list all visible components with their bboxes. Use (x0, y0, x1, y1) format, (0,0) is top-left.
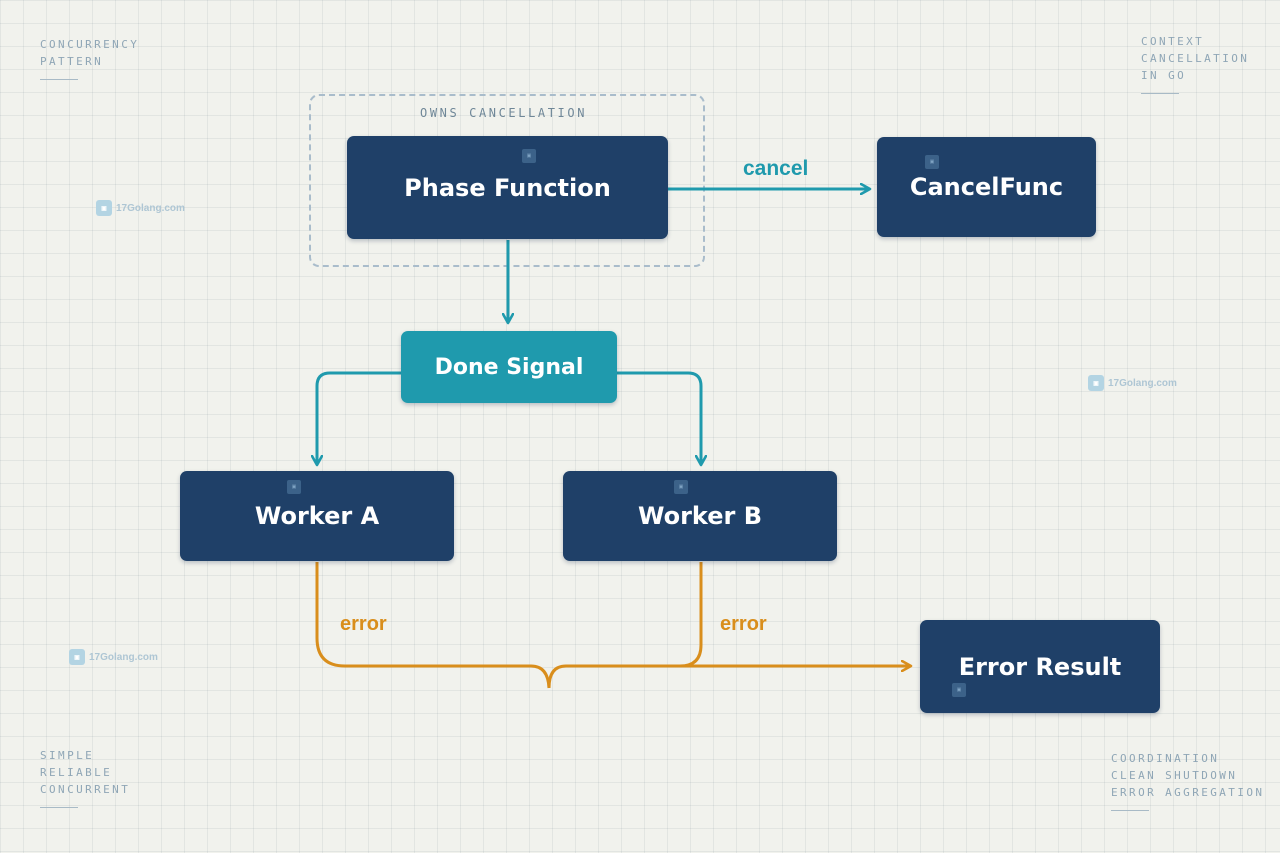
logo-icon: ▣ (925, 155, 939, 169)
divider (1111, 810, 1149, 811)
logo-icon: ▣ (674, 480, 688, 494)
logo-icon: ▣ (522, 149, 536, 163)
phase-function-node[interactable]: ▣ Phase Function (347, 136, 668, 239)
watermark-logo: ▣ 17Golang.com (96, 200, 185, 216)
error-result-node[interactable]: ▣ Error Result (920, 620, 1160, 713)
divider (40, 79, 78, 80)
cancel-edge-label: cancel (743, 157, 809, 180)
watermark-logo: ▣ 17Golang.com (1088, 375, 1177, 391)
logo-icon: ▣ (69, 649, 85, 665)
logo-icon: ▣ (287, 480, 301, 494)
corner-note-bottom-left: SIMPLE RELIABLE CONCURRENT (40, 747, 130, 808)
logo-icon: ▣ (1088, 375, 1104, 391)
divider (40, 807, 78, 808)
worker-b-node[interactable]: ▣ Worker B (563, 471, 837, 561)
logo-icon: ▣ (96, 200, 112, 216)
corner-note-bottom-right: COORDINATION CLEAN SHUTDOWN ERROR AGGREG… (1111, 750, 1264, 811)
cancel-func-node[interactable]: ▣ CancelFunc (877, 137, 1096, 237)
divider (1141, 93, 1179, 94)
worker-a-node[interactable]: ▣ Worker A (180, 471, 454, 561)
error-edge-label: error (720, 613, 767, 635)
group-label: OWNS CANCELLATION (420, 106, 588, 120)
error-edge-label: error (340, 613, 387, 635)
done-signal-node[interactable]: Done Signal (401, 331, 617, 403)
error-b-arrow (547, 562, 703, 689)
logo-icon: ▣ (952, 683, 966, 697)
corner-note-top-left: CONCURRENCY PATTERN (40, 36, 139, 80)
corner-note-top-right: CONTEXT CANCELLATION IN GO (1141, 33, 1249, 94)
done-to-worker-b-arrow (617, 371, 701, 465)
error-a-arrow (315, 562, 551, 689)
done-to-worker-a-arrow (317, 371, 401, 465)
watermark-logo: ▣ 17Golang.com (69, 649, 158, 665)
